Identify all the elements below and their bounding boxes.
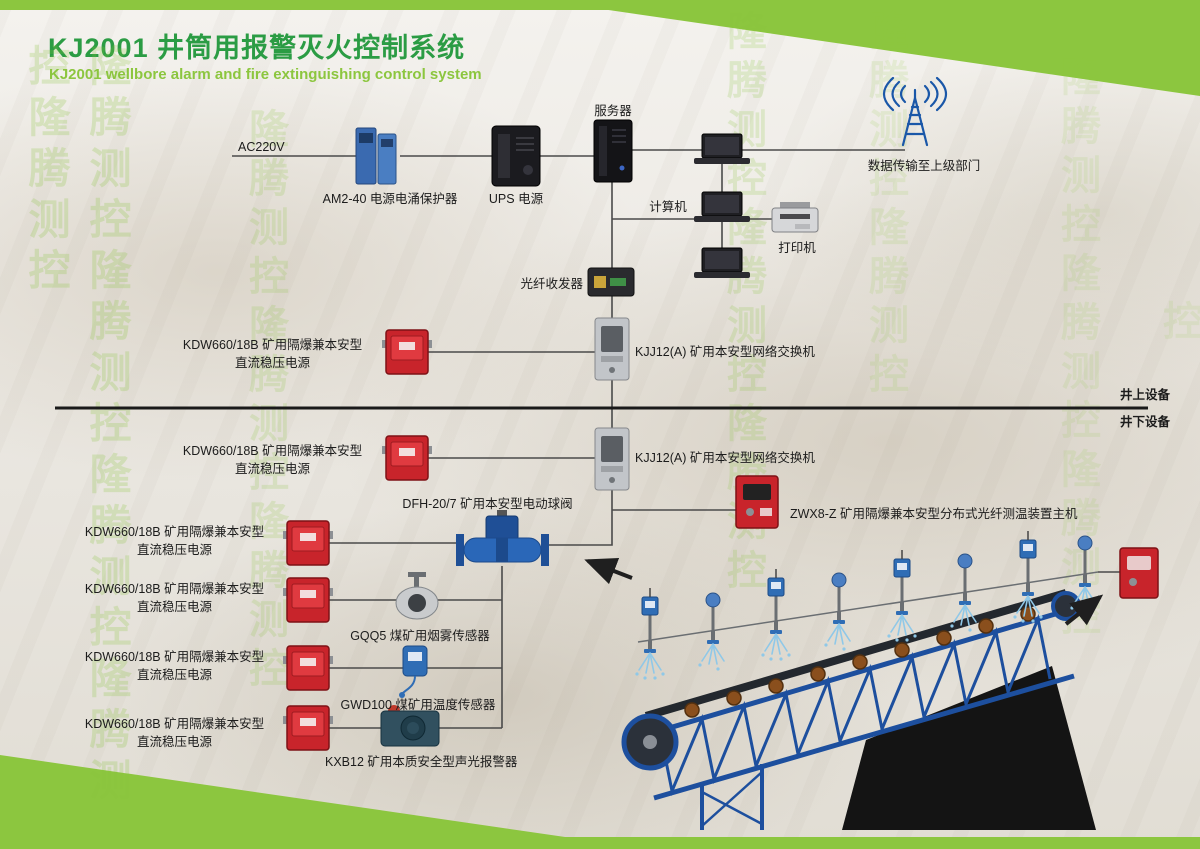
server-label: 服务器 [594, 104, 632, 118]
underground-equipment-label: 井下设备 [1119, 415, 1170, 429]
kdw-label-line2: 直流稳压电源 [136, 542, 212, 557]
coal-wall [842, 666, 1096, 830]
kdw-label-line1: KDW660/18B 矿用隔爆兼本安型 [84, 582, 265, 596]
kdw-power-box [382, 435, 432, 481]
kdw-power-box [283, 520, 333, 566]
ups-device [491, 125, 541, 187]
network-switch-underground [594, 427, 630, 491]
kjj12-underground-label: KJJ12(A) 矿用本安型网络交换机 [635, 451, 815, 465]
fiber-transceiver-device [587, 267, 635, 297]
zwx8-host-device [735, 475, 779, 529]
surface-equipment-label: 井上设备 [1119, 388, 1170, 402]
zwx8-label: ZWX8-Z 矿用隔爆兼本安型分布式光纤测温装置主机 [790, 507, 1078, 521]
sound-light-alarm-device [380, 705, 440, 747]
electric-ball-valve [456, 510, 549, 566]
arrow-to-valve [584, 558, 633, 585]
kdw-label-line1: KDW660/18B 矿用隔爆兼本安型 [84, 717, 265, 731]
kdw-label-line1: KDW660/18B 矿用隔爆兼本安型 [84, 525, 265, 539]
server-device [593, 119, 633, 183]
surge-protector-device [355, 127, 397, 185]
fiber-transceiver-label: 光纤收发器 [520, 277, 583, 291]
kdw-label-line1: KDW660/18B 矿用隔爆兼本安型 [182, 444, 363, 458]
sprinkler-sensor [824, 572, 851, 651]
gwd100-label: GWD100 煤矿用温度传感器 [340, 698, 496, 712]
kdw-power-box [283, 577, 333, 623]
kdw-label-line2: 直流稳压电源 [234, 355, 310, 370]
fiber-sensing-pipe [637, 571, 1099, 643]
kdw-power-box [382, 329, 432, 375]
printer-device [771, 202, 819, 233]
valve-label: DFH-20/7 矿用本安型电动球阀 [402, 497, 573, 511]
uplink-label: 数据传输至上级部门 [867, 159, 981, 173]
top-green-bar [0, 0, 1200, 10]
surge-protector-label: AM2-40 电源电涌保护器 [322, 192, 458, 206]
network-switch-surface [594, 317, 630, 381]
connection-lines [232, 149, 1120, 729]
kdw-label-line1: KDW660/18B 矿用隔爆兼本安型 [182, 338, 363, 352]
kdw-label: KDW660/18B 矿用隔爆兼本安型 直流稳压电源 [72, 716, 277, 751]
computer-laptop [694, 247, 750, 278]
kjj12-surface-label: KJJ12(A) 矿用本安型网络交换机 [635, 345, 815, 359]
kdw-label: KDW660/18B 矿用隔爆兼本安型 直流稳压电源 [72, 524, 277, 559]
conveyor-belt [621, 589, 1096, 830]
kdw-label-line2: 直流稳压电源 [136, 599, 212, 614]
ups-label: UPS 电源 [488, 192, 544, 206]
computer-label: 计算机 [649, 200, 687, 214]
bottom-green-bar [0, 837, 1200, 849]
smoke-sensor-device [395, 572, 439, 620]
page-title: KJ2001 井筒用报警灭火控制系统 [48, 33, 466, 63]
kdw-power-box [283, 645, 333, 691]
sprinkler-sensor [950, 553, 977, 632]
sprinkler-sensor [698, 592, 725, 671]
ac220v-label: AC220V [238, 140, 285, 154]
belt-band [644, 589, 1068, 720]
kdw-label: KDW660/18B 矿用隔爆兼本安型 直流稳压电源 [170, 337, 375, 372]
kxb12-label: KXB12 矿用本质安全型声光报警器 [325, 755, 518, 769]
radio-tower-icon [882, 76, 948, 147]
printer-label: 打印机 [778, 241, 816, 255]
computer-laptop [694, 133, 750, 164]
arrow-to-junction-box [1064, 594, 1104, 626]
kdw-label: KDW660/18B 矿用隔爆兼本安型 直流稳压电源 [72, 649, 277, 684]
gqq5-label: GQQ5 煤矿用烟雾传感器 [350, 629, 490, 643]
kdw-power-box [283, 705, 333, 751]
fiber-junction-box [1119, 547, 1159, 599]
kdw-label: KDW660/18B 矿用隔爆兼本安型 直流稳压电源 [72, 581, 277, 616]
kdw-label-line2: 直流稳压电源 [136, 734, 212, 749]
kdw-label: KDW660/18B 矿用隔爆兼本安型 直流稳压电源 [170, 443, 375, 478]
kdw-label-line2: 直流稳压电源 [234, 461, 310, 476]
belt-rollers [684, 606, 1036, 718]
kdw-label-line2: 直流稳压电源 [136, 667, 212, 682]
kdw-label-line1: KDW660/18B 矿用隔爆兼本安型 [84, 650, 265, 664]
page-subtitle: KJ2001 wellbore alarm and fire extinguis… [49, 66, 482, 83]
temperature-sensor-device [399, 645, 428, 698]
sprinkler-sensor [1013, 531, 1043, 623]
computer-laptop [694, 191, 750, 222]
sprinkler-sensor [635, 588, 665, 680]
sprinkler-sensor [761, 569, 791, 661]
sprinkler-sensor [887, 550, 917, 642]
